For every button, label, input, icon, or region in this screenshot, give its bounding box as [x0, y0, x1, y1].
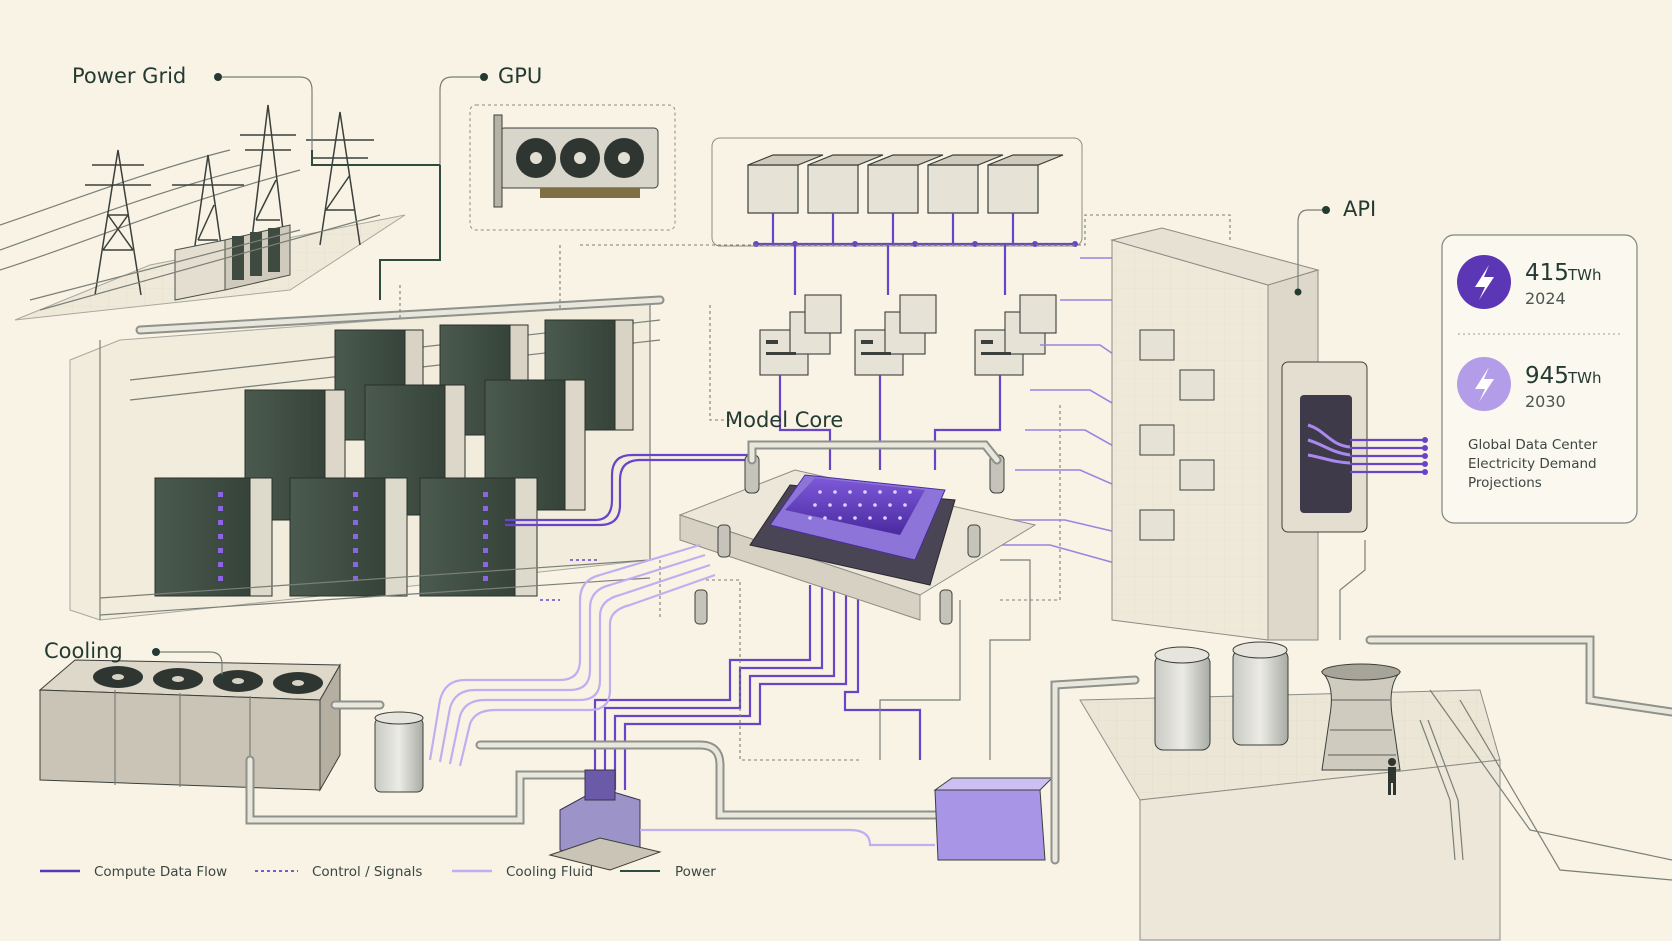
- stat-value: 415: [1525, 260, 1569, 286]
- chip-die-grid: [808, 490, 912, 520]
- stat-unit: TWh: [1567, 266, 1602, 284]
- gpu-callout: GPU: [439, 64, 542, 250]
- utility-plant: [1050, 540, 1672, 941]
- power-lines: [311, 150, 441, 300]
- cooling-tower: [1320, 663, 1402, 771]
- cooling-callout: Cooling: [44, 639, 226, 682]
- legend-label: Power: [675, 864, 716, 880]
- legend-label: Control / Signals: [312, 864, 422, 880]
- power-grid-substation: [0, 104, 406, 321]
- stat-caption-line: Global Data Center: [1468, 437, 1598, 453]
- cooling-fan-icon: [93, 666, 323, 694]
- cooling-system: [38, 659, 1054, 871]
- legend-label: Cooling Fluid: [506, 864, 593, 880]
- legend-item-power: Power: [620, 864, 716, 880]
- stat-caption-line: Projections: [1468, 475, 1542, 491]
- legend: Compute Data Flow Control / Signals Cool…: [40, 864, 716, 880]
- legend-item-control: Control / Signals: [255, 864, 422, 880]
- api-callout: API: [1294, 197, 1376, 296]
- power-grid-callout: Power Grid: [72, 64, 313, 160]
- stat-2024: 415 TWh 2024: [1457, 255, 1602, 309]
- cooling-label: Cooling: [44, 639, 123, 663]
- power-grid-label: Power Grid: [72, 64, 186, 88]
- stat-year: 2030: [1525, 392, 1566, 411]
- stat-value: 945: [1525, 363, 1569, 389]
- substation-transformer: [174, 224, 291, 301]
- coolant-pump: [548, 769, 662, 871]
- energy-stats-card: 415 TWh 2024 945 TWh 2030 Global Data Ce…: [1441, 234, 1638, 524]
- server-racks: [99, 319, 651, 616]
- gpu-card: [469, 104, 676, 231]
- lightning-bolt-icon: [1475, 367, 1494, 402]
- model-core-label: Model Core: [725, 408, 843, 432]
- model-core-callout: Model Core: [725, 408, 843, 432]
- model-core: [678, 440, 1037, 625]
- stat-2030: 945 TWh 2030: [1457, 357, 1602, 411]
- legend-item-compute: Compute Data Flow: [40, 864, 227, 880]
- person-icon: [1388, 758, 1396, 795]
- transmission-tower-icon: [85, 104, 374, 296]
- switch-modules: [759, 244, 1057, 376]
- top-compute-nodes: [711, 137, 1083, 247]
- lightning-bolt-icon: [1475, 265, 1494, 300]
- legend-item-cooling: Cooling Fluid: [452, 864, 593, 880]
- api-label: API: [1343, 197, 1376, 221]
- legend-label: Compute Data Flow: [94, 864, 227, 880]
- stat-caption-line: Electricity Demand: [1468, 456, 1597, 472]
- storage-tank: [1154, 641, 1289, 751]
- coolant-basin: [933, 777, 1054, 861]
- gpu-label: GPU: [498, 64, 542, 88]
- control-signal-lines: [399, 214, 1231, 761]
- compute-data-lines: [505, 375, 1002, 790]
- cooling-fluid-lines: [428, 543, 935, 847]
- stat-unit: TWh: [1567, 369, 1602, 387]
- cooling-tank: [374, 711, 424, 793]
- stat-year: 2024: [1525, 289, 1566, 308]
- api-gateway: [1281, 361, 1428, 533]
